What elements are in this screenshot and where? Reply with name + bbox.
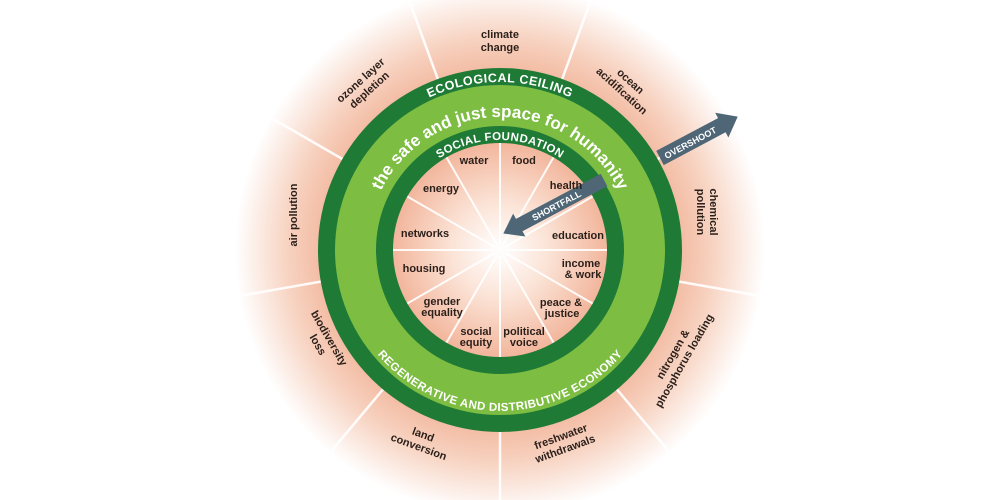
- label-housing: housing: [403, 263, 446, 275]
- label-chemical-pollution: chemicalpollution: [694, 188, 719, 235]
- sector-divider: [330, 387, 386, 452]
- inner-sector-dividers: [393, 143, 607, 357]
- sector-divider: [409, 3, 440, 82]
- sector-divider: [677, 280, 759, 297]
- social-foundation-labels: water food health education income& work…: [401, 155, 604, 349]
- sector-divider: [504, 195, 594, 248]
- sector-divider: [406, 252, 496, 305]
- sector-divider: [560, 3, 591, 82]
- label-energy: energy: [423, 183, 460, 195]
- sector-divider: [406, 195, 496, 248]
- sector-divider: [445, 254, 498, 344]
- label-food: food: [512, 155, 536, 167]
- label-networks: networks: [401, 228, 449, 240]
- label-air-pollution: air pollution: [288, 183, 300, 246]
- shortfall-core: [393, 143, 607, 357]
- label-health: health: [550, 180, 583, 192]
- sector-divider: [272, 117, 345, 162]
- sector-divider: [504, 252, 594, 305]
- sector-divider: [502, 254, 555, 344]
- sector-divider: [614, 387, 670, 452]
- label-income-work: income& work: [562, 258, 602, 281]
- sector-divider: [241, 280, 323, 297]
- label-peace-justice: peace &justice: [540, 297, 582, 320]
- label-water: water: [459, 155, 489, 167]
- label-education: education: [552, 230, 604, 242]
- sector-divider: [445, 156, 498, 246]
